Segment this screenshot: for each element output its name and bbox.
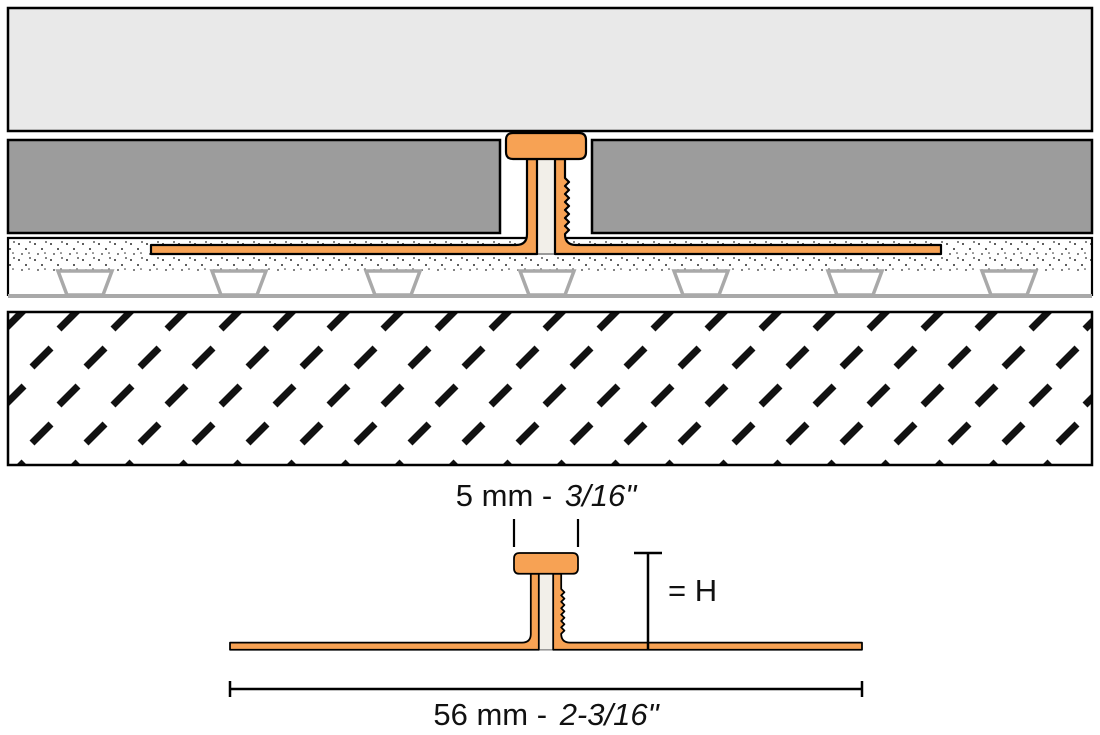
membrane-stud xyxy=(363,269,423,297)
membrane-stud xyxy=(979,269,1039,297)
uncoupling-membrane-studs xyxy=(55,269,1039,297)
membrane-stud xyxy=(209,269,269,297)
membrane-stud xyxy=(825,269,885,297)
tile-left xyxy=(6,138,502,235)
upper-structure-layer xyxy=(6,6,1094,133)
substrate-layer xyxy=(6,310,1094,467)
height-dimension-label: = H xyxy=(668,573,717,608)
joint-width-dimension-label: 5 mm - 3/16" xyxy=(456,478,638,513)
joint-profile-detail xyxy=(229,552,863,651)
membrane-stud xyxy=(517,269,577,297)
membrane-stud xyxy=(55,269,115,297)
tile-right xyxy=(590,138,1094,235)
membrane-stud xyxy=(671,269,731,297)
profile-width-dimension-label: 56 mm - 2-3/16" xyxy=(433,697,660,732)
